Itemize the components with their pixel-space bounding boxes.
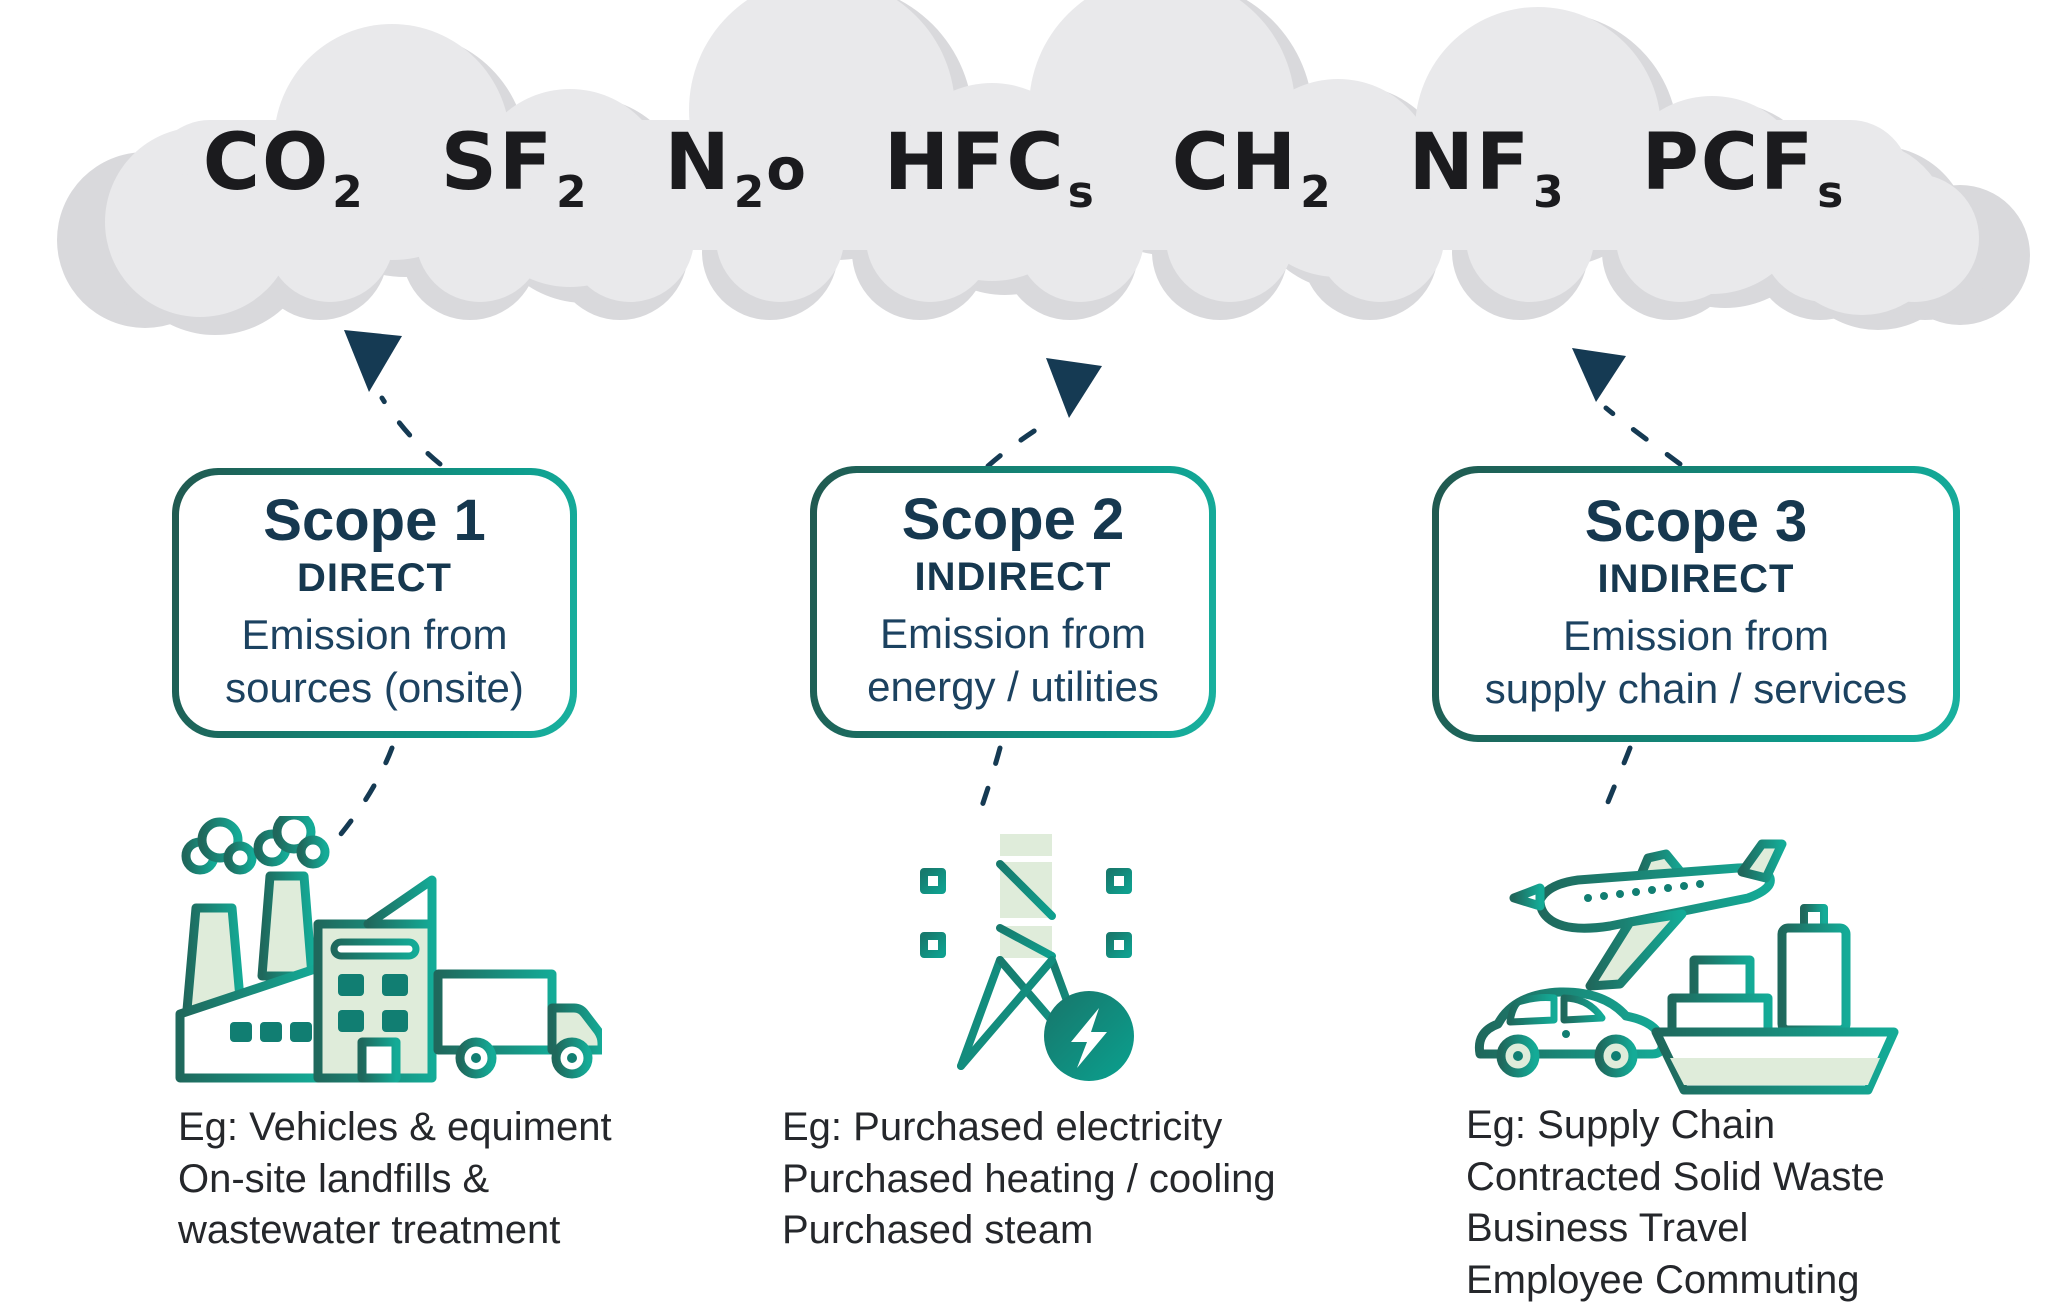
smoke-puffs [181, 816, 330, 875]
scope-1-examples: Eg: Vehicles & equiment On-site landfill… [178, 1105, 612, 1253]
plane-nose [1509, 883, 1545, 911]
ship-cabin [1777, 923, 1851, 1035]
scope-1-box-inner: Scope 1 DIRECT Emission from sources (on… [179, 475, 570, 731]
gas-co2: CO2 [202, 118, 365, 219]
scope-3-box-inner: Scope 3 INDIRECT Emission from supply ch… [1439, 473, 1953, 735]
scope-3-description: Emission from supply chain / services [1484, 612, 1908, 712]
gas-n2o: N2o [664, 118, 808, 219]
plane-front-wing [1585, 909, 1687, 991]
arrow-box2-to-cloud [985, 419, 1051, 469]
scope-1-box: Scope 1 DIRECT Emission from sources (on… [172, 468, 577, 738]
gas-nf3: NF3 [1408, 118, 1566, 219]
scope-2-title: Scope 2 [901, 487, 1125, 553]
ship-waterline [1670, 1058, 1880, 1085]
chimney-right [257, 871, 317, 981]
plane-windows [1513, 880, 1704, 1061]
arrowhead-2 [1046, 358, 1102, 418]
scope-1-category: DIRECT [297, 556, 452, 601]
scope-1-title: Scope 1 [263, 488, 486, 554]
plane-fuselage [1535, 863, 1775, 933]
scope-2-examples: Eg: Purchased electricity Purchased heat… [782, 1105, 1276, 1253]
plane-car-ship-icon [1474, 839, 1899, 1095]
arrow-box1-to-cloud [379, 395, 443, 467]
factory-and-truck-icon [175, 816, 602, 1083]
cloud-illustration [57, 0, 2030, 335]
gas-hfcs: HFCs [883, 118, 1096, 219]
car-window-rear [1560, 994, 1606, 1024]
lightning-bolt-icon [1071, 1008, 1107, 1068]
gas-pcfs: PCFs [1641, 118, 1846, 219]
connector-box3-to-icon [1596, 745, 1633, 829]
power-transmission-tower-icon [906, 830, 1152, 1089]
scope-3-box: Scope 3 INDIRECT Emission from supply ch… [1432, 466, 1960, 742]
plane-tail-fin [1737, 839, 1787, 883]
roof-notch [363, 875, 437, 929]
arrowhead-3 [1572, 348, 1626, 402]
cloud-light-layer [105, 0, 1979, 317]
scope-3-category: INDIRECT [1597, 557, 1795, 602]
connector-box2-to-icon [973, 745, 1003, 827]
greenhouse-gas-list: CO2 SF2 N2o HFCs CH2 NF3 PCFs [0, 118, 2048, 219]
scope-2-box: Scope 2 INDIRECT Emission from energy / … [810, 466, 1216, 738]
scope-1-description: Emission from sources (onsite) [225, 611, 524, 711]
scope-2-description: Emission from energy / utilities [867, 610, 1159, 710]
gas-ch2: CH2 [1171, 118, 1333, 219]
truck-trailer [433, 969, 557, 1055]
door [357, 1037, 401, 1083]
arrow-box3-to-cloud [1603, 405, 1683, 467]
scope-3-examples: Eg: Supply Chain Contracted Solid Waste … [1466, 1103, 1885, 1302]
car-window-front [1506, 994, 1558, 1026]
scope-2-box-inner: Scope 2 INDIRECT Emission from energy / … [817, 473, 1209, 731]
gas-sf2: SF2 [440, 118, 589, 219]
slot-window [330, 938, 420, 960]
scope-3-title: Scope 3 [1584, 489, 1808, 555]
scope-2-category: INDIRECT [914, 555, 1112, 600]
